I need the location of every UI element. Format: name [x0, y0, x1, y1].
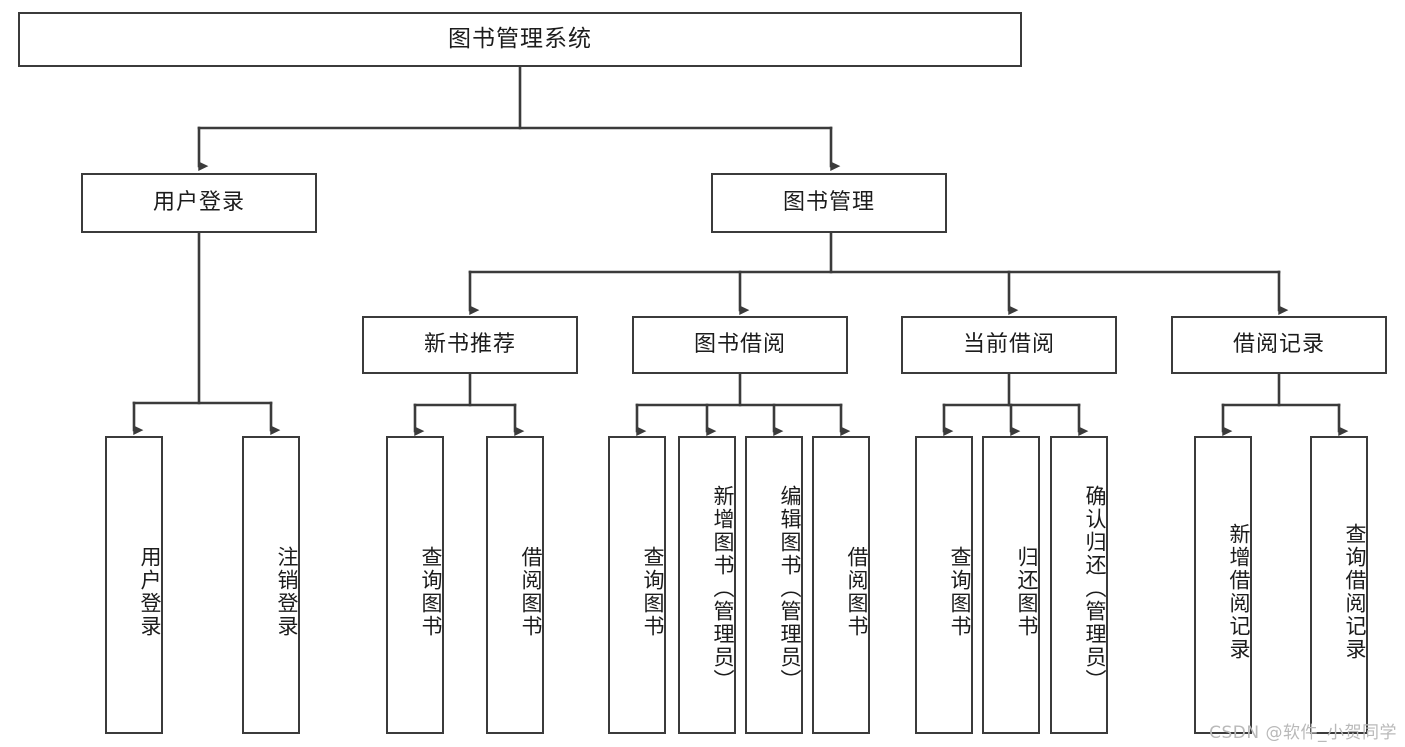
leaf-query-book-current[interactable]: 查询图书 [915, 436, 973, 734]
node-label: 图书管理系统 [448, 25, 592, 52]
node-book-management[interactable]: 图书管理 [711, 173, 947, 233]
leaf-add-borrow-record[interactable]: 新增借阅记录 [1194, 436, 1252, 734]
node-current-borrow[interactable]: 当前借阅 [901, 316, 1117, 374]
leaf-confirm-return-admin[interactable]: 确认归还（管理员） [1050, 436, 1108, 734]
node-label: 注销登录 [275, 546, 299, 638]
leaf-borrow-book-recommend[interactable]: 借阅图书 [486, 436, 544, 734]
node-label: 图书管理 [782, 189, 875, 215]
leaf-query-book-recommend[interactable]: 查询图书 [386, 436, 444, 734]
csdn-watermark: CSDN @软件_小贺同学 [1209, 723, 1397, 743]
leaf-add-book-admin[interactable]: 新增图书（管理员） [678, 436, 736, 734]
node-label: 查询借阅记录 [1343, 523, 1367, 661]
leaf-user-logout[interactable]: 注销登录 [242, 436, 300, 734]
node-label: 新书推荐 [423, 331, 516, 357]
node-label: 借阅记录 [1232, 331, 1325, 357]
node-user-login[interactable]: 用户登录 [81, 173, 317, 233]
node-label: 新增图书（管理员） [711, 484, 735, 692]
leaf-user-login[interactable]: 用户登录 [105, 436, 163, 734]
node-label: 借阅图书 [845, 546, 869, 638]
node-label: 用户登录 [152, 189, 245, 215]
node-book-borrow[interactable]: 图书借阅 [632, 316, 848, 374]
node-new-book-recommend[interactable]: 新书推荐 [362, 316, 578, 374]
node-label: 查询图书 [948, 546, 972, 638]
node-label: 查询图书 [641, 546, 665, 638]
leaf-return-book[interactable]: 归还图书 [982, 436, 1040, 734]
node-label: 借阅图书 [519, 546, 543, 638]
node-label: 编辑图书（管理员） [778, 484, 802, 692]
node-root-system[interactable]: 图书管理系统 [18, 12, 1022, 67]
node-borrow-record[interactable]: 借阅记录 [1171, 316, 1387, 374]
node-label: 新增借阅记录 [1227, 523, 1251, 661]
leaf-borrow-book-borrow[interactable]: 借阅图书 [812, 436, 870, 734]
leaf-query-borrow-record[interactable]: 查询借阅记录 [1310, 436, 1368, 734]
node-label: 归还图书 [1015, 546, 1039, 638]
leaf-edit-book-admin[interactable]: 编辑图书（管理员） [745, 436, 803, 734]
node-label: 查询图书 [419, 546, 443, 638]
node-label: 确认归还（管理员） [1083, 484, 1107, 692]
node-label: 用户登录 [138, 546, 162, 638]
node-label: 当前借阅 [962, 331, 1055, 357]
node-label: 图书借阅 [693, 331, 786, 357]
leaf-query-book-borrow[interactable]: 查询图书 [608, 436, 666, 734]
